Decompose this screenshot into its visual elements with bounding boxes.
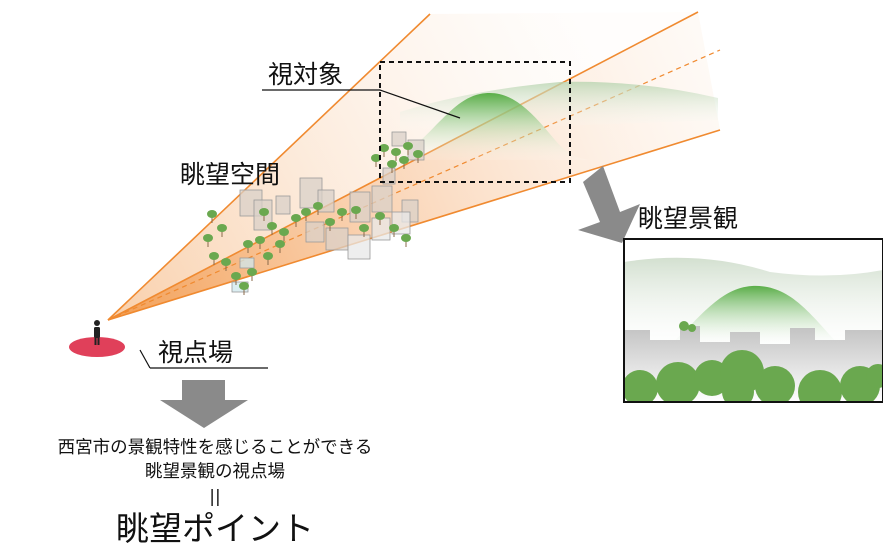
tree	[337, 208, 347, 216]
label-view-target: 視対象	[268, 60, 344, 89]
tree	[217, 224, 227, 232]
label-viewpoint: 視点場	[158, 338, 234, 367]
tree	[325, 218, 335, 226]
tree	[399, 156, 409, 164]
tree	[263, 252, 273, 260]
tree	[279, 228, 289, 236]
caption-line-1: 西宮市の景観特性を感じることができる	[57, 438, 373, 458]
tree	[371, 154, 381, 162]
tree	[267, 222, 277, 230]
caption-title: 眺望ポイント	[116, 509, 314, 548]
label-view-space: 眺望空間	[180, 160, 281, 189]
caption-equals: ||	[209, 487, 221, 507]
vista-panel	[623, 238, 883, 403]
tree	[313, 202, 323, 210]
arrow-to-vista	[578, 166, 640, 243]
tree	[221, 258, 231, 266]
tree	[203, 234, 213, 242]
tree	[243, 240, 253, 248]
tree	[209, 252, 219, 260]
caption-line-2: 眺望景観の視点場	[145, 462, 285, 482]
view-target-frame	[379, 61, 571, 183]
tree	[301, 208, 311, 216]
tree	[387, 160, 397, 168]
tree	[413, 150, 423, 158]
tree	[259, 208, 269, 216]
viewpoint-marker	[69, 337, 125, 357]
tree	[231, 272, 241, 280]
tree	[247, 268, 257, 276]
tree	[401, 234, 411, 242]
mountain-target	[395, 81, 718, 160]
tree	[239, 282, 249, 290]
person-icon	[94, 320, 100, 345]
trees-cluster	[203, 142, 423, 295]
tree	[255, 236, 265, 244]
buildings-cluster	[231, 131, 425, 293]
tree	[207, 210, 217, 218]
tree	[351, 206, 361, 214]
label-vista: 眺望景観	[638, 204, 739, 233]
leader-line-target-diag	[379, 89, 461, 119]
tree	[379, 144, 389, 152]
tree	[391, 148, 401, 156]
tree	[375, 212, 385, 220]
tree	[359, 224, 369, 232]
arrow-down	[160, 380, 248, 428]
tree	[389, 224, 399, 232]
leader-line-point	[139, 349, 151, 369]
tree	[275, 240, 285, 248]
tree	[291, 214, 301, 222]
tree	[403, 142, 413, 150]
